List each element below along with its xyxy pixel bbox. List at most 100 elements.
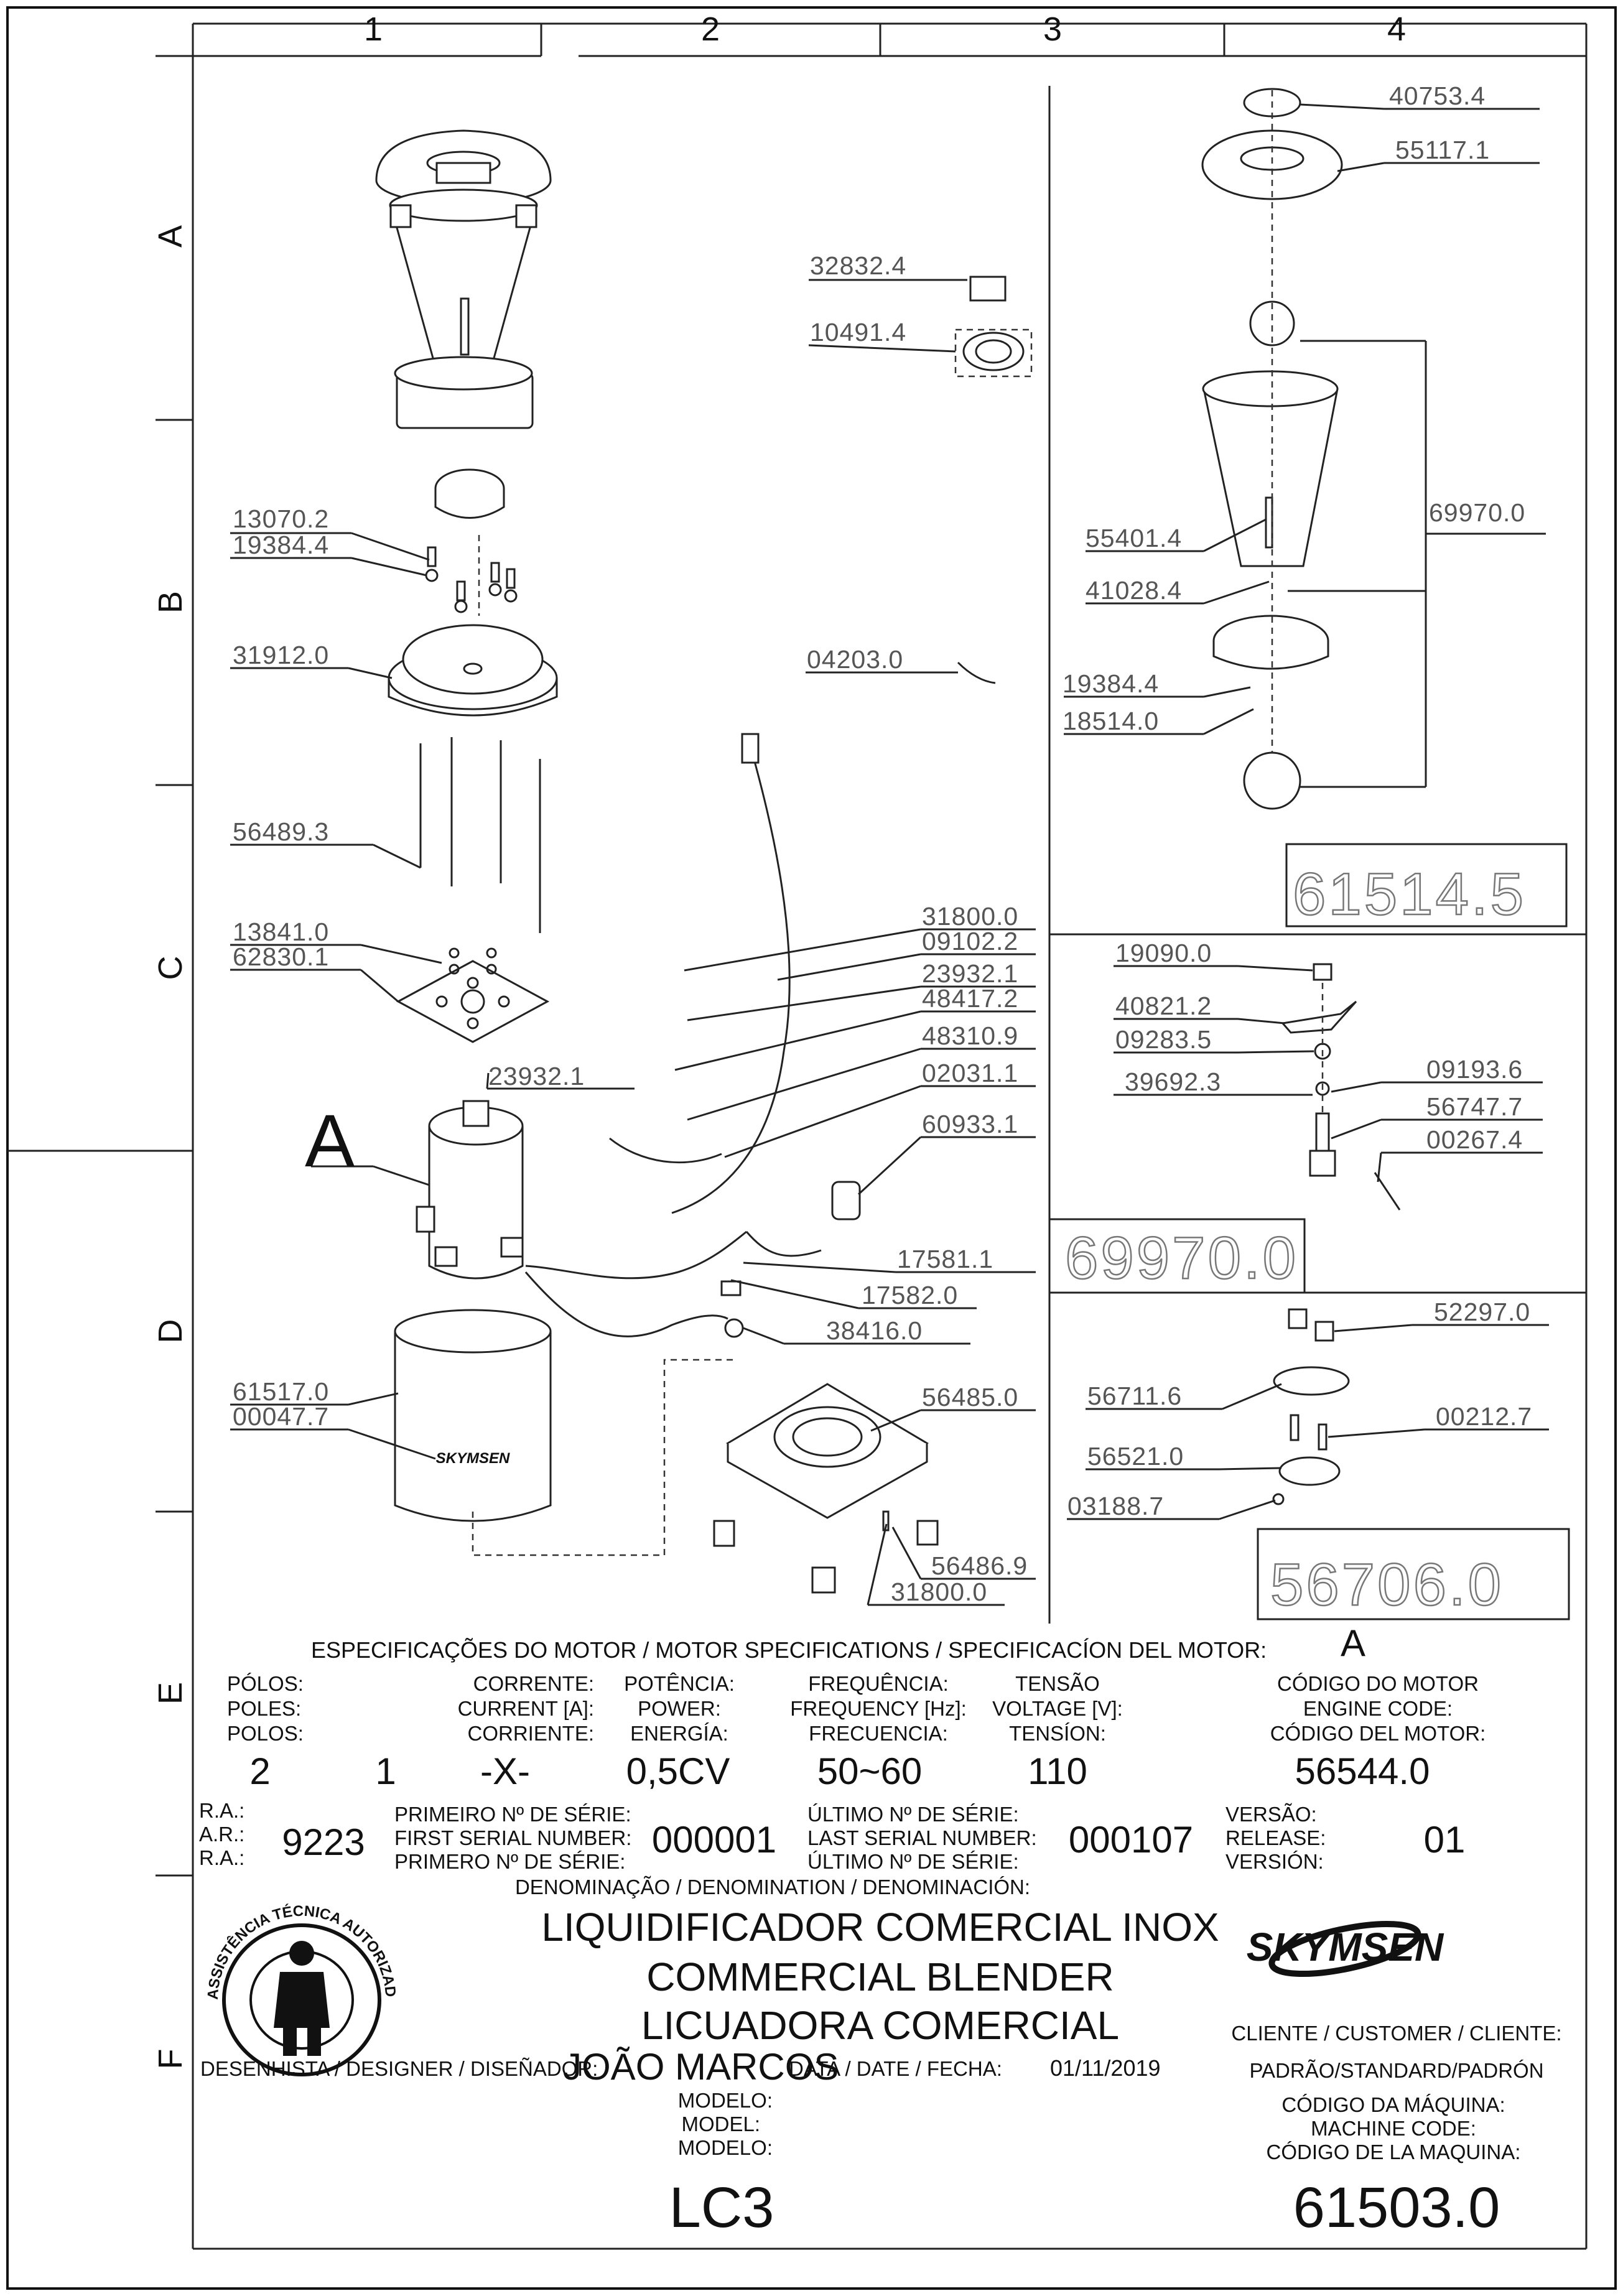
part-number-label: 09193.6 bbox=[1426, 1055, 1523, 1084]
part-number-label: 19384.4 bbox=[233, 531, 329, 559]
last-serial-label: LAST SERIAL NUMBER: bbox=[807, 1826, 1037, 1849]
assembly-codes: 61514.5 69970.0 56706.0 bbox=[1064, 860, 1526, 1619]
machine-code-value: 61503.0 bbox=[1293, 2176, 1500, 2239]
part-number-label: 00267.4 bbox=[1426, 1125, 1523, 1154]
drawing-frame bbox=[6, 6, 1617, 2290]
ra-label: A.R.: bbox=[199, 1823, 244, 1846]
part-number-label: 62830.1 bbox=[233, 942, 329, 971]
release-label: VERSIÓN: bbox=[1225, 1850, 1324, 1873]
serial-numbers: R.A.: A.R.: R.A.: 9223 PRIMEIRO Nº DE SÉ… bbox=[199, 1799, 1465, 1873]
ra-label: R.A.: bbox=[199, 1846, 244, 1869]
motor-cover: SKYMSEN bbox=[394, 1309, 552, 1522]
release-value: 01 bbox=[1424, 1819, 1466, 1861]
coupling-subassembly-drawing bbox=[1272, 1308, 1350, 1505]
engine-code-label: CÓDIGO DEL MOTOR: bbox=[1270, 1722, 1486, 1745]
client-label: CLIENTE / CUSTOMER / CLIENTE: bbox=[1231, 2022, 1561, 2045]
part-number-label: 02031.1 bbox=[922, 1059, 1018, 1087]
part-number-label: 23932.1 bbox=[922, 959, 1018, 988]
part-number-label: 13841.0 bbox=[233, 918, 329, 946]
power-label: POTÊNCIA: bbox=[624, 1672, 735, 1695]
date-value: 01/11/2019 bbox=[1050, 2055, 1161, 2081]
model-label: MODELO: bbox=[678, 2089, 773, 2112]
current-label: CORRENTE: bbox=[473, 1672, 594, 1695]
first-serial-value: 000001 bbox=[652, 1819, 776, 1861]
client-value: PADRÃO/STANDARD/PADRÓN bbox=[1249, 2059, 1543, 2082]
part-number-label: 03188.7 bbox=[1067, 1492, 1164, 1520]
part-number-label: 19384.4 bbox=[1063, 669, 1159, 698]
part-labels-cup: 40753.4 55117.1 55401.4 69970.0 41028.4 … bbox=[1063, 81, 1525, 735]
last-serial-label: ÚLTIMO Nº DE SÉRIE: bbox=[807, 1850, 1019, 1873]
ra-value: 9223 bbox=[282, 1821, 365, 1863]
last-serial-label: ÚLTIMO Nº DE SÉRIE: bbox=[807, 1803, 1019, 1826]
frequency-label: FREQUENCY [Hz]: bbox=[790, 1697, 967, 1720]
designer-label: DESENHISTA / DESIGNER / DISEÑADOR: bbox=[200, 2057, 598, 2080]
part-number-label: 40753.4 bbox=[1389, 81, 1486, 110]
machine-code-label: CÓDIGO DE LA MAQUINA: bbox=[1267, 2140, 1521, 2164]
part-number-label: 55117.1 bbox=[1395, 136, 1490, 164]
part-number-label: 56711.6 bbox=[1087, 1382, 1182, 1410]
current-value: 1 bbox=[375, 1750, 396, 1792]
row-label: F bbox=[152, 2049, 189, 2070]
part-number-label: 56485.0 bbox=[922, 1383, 1018, 1411]
part-number-label: 13070.2 bbox=[233, 504, 329, 533]
designer-name: JOÃO MARCOS bbox=[563, 2046, 839, 2088]
row-label: B bbox=[152, 591, 189, 613]
part-number-label: 52297.0 bbox=[1434, 1298, 1530, 1326]
motor-link-dashed bbox=[472, 1359, 734, 1556]
coupling-housing bbox=[434, 468, 505, 616]
brand-logo-text: SKYMSEN bbox=[1247, 1925, 1444, 1969]
part-number-label: 23932.1 bbox=[488, 1062, 585, 1090]
knife-subassembly-drawing bbox=[1281, 963, 1401, 1211]
machine-code-block: CÓDIGO DA MÁQUINA: MACHINE CODE: CÓDIGO … bbox=[1267, 2093, 1521, 2239]
frequency-label: FRECUENCIA: bbox=[809, 1722, 948, 1745]
voltage-label: TENSÍON: bbox=[1009, 1722, 1106, 1745]
base-ring bbox=[388, 624, 558, 717]
part-number-label: 39692.3 bbox=[1125, 1067, 1221, 1096]
stand-base bbox=[713, 1383, 939, 1594]
poles-label: POLOS: bbox=[227, 1722, 304, 1745]
denomination: DENOMINAÇÃO / DENOMINATION / DENOMINACIÓ… bbox=[515, 1875, 1219, 2048]
engine-code-value: 56544.0 bbox=[1295, 1750, 1430, 1792]
first-serial-label: FIRST SERIAL NUMBER: bbox=[394, 1826, 631, 1849]
power-label: ENERGÍA: bbox=[630, 1722, 728, 1745]
model-label: MODEL: bbox=[681, 2112, 760, 2136]
leader-lines bbox=[230, 103, 1549, 1606]
column-label: 3 bbox=[1043, 11, 1062, 48]
part-number-label: 56489.3 bbox=[233, 817, 329, 846]
cup-subassembly-drawing bbox=[1201, 88, 1343, 810]
part-number-label: 56747.7 bbox=[1426, 1092, 1523, 1121]
sticker-and-seal bbox=[954, 276, 1033, 378]
ra-label: R.A.: bbox=[199, 1799, 244, 1822]
part-number-label: 18514.0 bbox=[1063, 707, 1159, 735]
row-label: A bbox=[152, 225, 189, 248]
part-number-label: 00212.7 bbox=[1436, 1402, 1532, 1431]
date-label: DATA / DATE / FECHA: bbox=[789, 2057, 1002, 2080]
part-number-label: 56486.9 bbox=[931, 1551, 1028, 1580]
wiring bbox=[524, 661, 996, 1338]
model-value: LC3 bbox=[669, 2176, 774, 2239]
row-label: D bbox=[152, 1319, 189, 1344]
part-number-label: 32832.4 bbox=[810, 251, 906, 280]
grid-labels: 1 2 3 4 A B C D E F bbox=[152, 11, 1406, 2070]
last-serial-value: 000107 bbox=[1069, 1819, 1193, 1861]
motor-letter: A bbox=[1341, 1622, 1365, 1664]
part-number-label: 00047.7 bbox=[233, 1402, 329, 1431]
designer-and-date: DESENHISTA / DESIGNER / DISEÑADOR: JOÃO … bbox=[200, 2022, 1562, 2088]
part-labels-main: 13070.2 19384.4 31912.0 56489.3 13841.0 … bbox=[233, 251, 1028, 1606]
power-value: 0,5CV bbox=[626, 1750, 730, 1792]
skymsen-logo: SKYMSEN bbox=[1247, 1920, 1444, 1978]
assembly-code: 56706.0 bbox=[1270, 1551, 1504, 1618]
column-label: 2 bbox=[701, 11, 720, 48]
part-number-label: 09283.5 bbox=[1115, 1025, 1212, 1054]
poles-value: 2 bbox=[249, 1750, 270, 1792]
part-labels-coupling: 52297.0 56711.6 00212.7 56521.0 03188.7 bbox=[1067, 1298, 1532, 1520]
part-number-label: 04203.0 bbox=[807, 645, 903, 674]
motor-plate bbox=[396, 947, 550, 1043]
row-label: C bbox=[152, 956, 189, 980]
part-number-label: 19090.0 bbox=[1115, 939, 1212, 967]
motor-marker: A bbox=[305, 1099, 355, 1183]
part-number-label: 17582.0 bbox=[862, 1281, 958, 1309]
assembly-code: 61514.5 bbox=[1293, 861, 1526, 927]
part-number-label: 40821.2 bbox=[1115, 992, 1212, 1020]
